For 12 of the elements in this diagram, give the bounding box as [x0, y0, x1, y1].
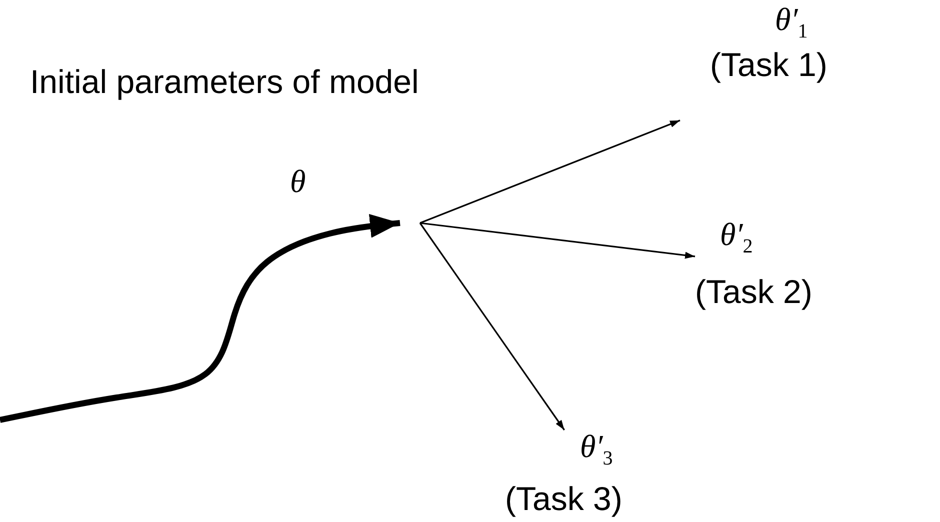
node-label: (Task 1): [710, 48, 828, 81]
node-label: Initial parameters of model: [30, 65, 419, 98]
node-label: (Task 2): [695, 275, 812, 308]
math-symbol: θ: [290, 165, 306, 197]
arrow: [420, 222, 696, 259]
node-label: (Task 3): [505, 482, 622, 515]
arrow: [420, 120, 680, 224]
math-symbol: θ′$_{3}$: [580, 430, 613, 468]
thick-curved-arrow: [0, 214, 400, 423]
math-symbol: θ′$_{2}$: [720, 218, 753, 256]
arrow: [419, 222, 565, 430]
math-symbol: θ′$_{1}$: [775, 3, 808, 42]
